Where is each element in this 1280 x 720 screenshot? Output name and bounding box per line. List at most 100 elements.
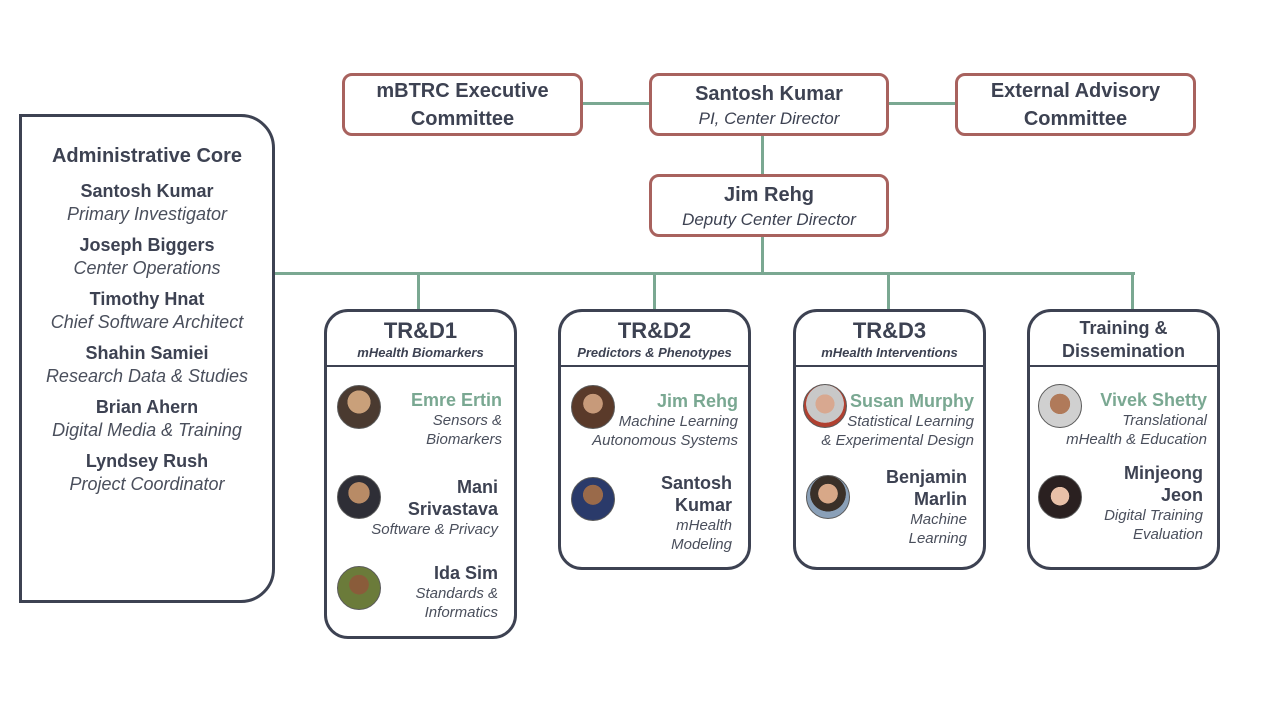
member-role: Informatics (424, 604, 498, 621)
member-role: Machine (910, 511, 967, 528)
admin-person-name: Shahin Samiei (85, 343, 209, 363)
trd3-subtitle: mHealth Interventions (821, 345, 958, 360)
trd3-title: TR&D3 (852, 318, 927, 343)
admin-person: Santosh Kumar Primary Investigator (22, 180, 272, 225)
trd1-title: TR&D1 (383, 318, 458, 343)
admin-person-role: Digital Media & Training (52, 420, 242, 440)
training-card: Training & Dissemination Vivek Shetty Tr… (1027, 309, 1220, 570)
admin-person-role: Chief Software Architect (50, 312, 244, 332)
member-name: Vivek Shetty (1100, 390, 1207, 410)
member-role: Sensors & (432, 412, 502, 429)
admin-person-name: Timothy Hnat (89, 289, 205, 309)
member-role: mHealth (676, 517, 732, 534)
avatar (337, 385, 381, 429)
avatar (337, 566, 381, 610)
avatar (803, 384, 847, 428)
admin-person: Timothy Hnat Chief Software Architect (22, 288, 272, 333)
connector-director-advisory (888, 102, 956, 105)
member-name: Santosh (660, 473, 732, 493)
avatar (571, 477, 615, 521)
admin-person-role: Center Operations (73, 258, 221, 278)
connector-drop-trd1 (417, 272, 420, 310)
center-director-role: PI, Center Director (698, 108, 840, 128)
executive-committee-title-line1: mBTRC Executive (376, 79, 549, 102)
deputy-director-box: Jim Rehg Deputy Center Director (649, 174, 889, 237)
training-title-line1: Training & (1079, 318, 1168, 338)
admin-person: Shahin Samiei Research Data & Studies (22, 342, 272, 387)
trd3-card: TR&D3 mHealth Interventions Susan Murphy… (793, 309, 986, 570)
member-info: Santosh Kumar mHealth Modeling (612, 472, 732, 554)
connector-director-deputy (761, 135, 764, 175)
trd2-card-header: TR&D2 Predictors & Phenotypes (561, 312, 748, 367)
connector-horizontal-bus (275, 272, 1135, 275)
avatar (571, 385, 615, 429)
trd1-card-header: TR&D1 mHealth Biomarkers (327, 312, 514, 367)
member-info: Vivek Shetty Translational mHealth & Edu… (1037, 389, 1207, 449)
trd3-card-header: TR&D3 mHealth Interventions (796, 312, 983, 367)
connector-drop-training (1131, 272, 1134, 310)
training-card-header: Training & Dissemination (1030, 312, 1217, 367)
admin-person-name: Joseph Biggers (79, 235, 215, 255)
member-role: Software & Privacy (371, 521, 498, 538)
trd2-subtitle: Predictors & Phenotypes (577, 345, 732, 360)
admin-person-name: Santosh Kumar (80, 181, 214, 201)
member-info: Susan Murphy Statistical Learning & Expe… (804, 390, 974, 450)
member-name: Susan Murphy (849, 391, 974, 411)
member-role: Digital Training (1104, 507, 1203, 524)
connector-drop-trd2 (653, 272, 656, 310)
member-info: Minjeong Jeon Digital Training Evaluatio… (1063, 462, 1203, 544)
member-info: Benjamin Marlin Machine Learning (847, 466, 967, 548)
advisory-committee-title-line1: External Advisory (990, 79, 1161, 102)
trd2-title: TR&D2 (617, 318, 692, 343)
member-info: Mani Srivastava Software & Privacy (358, 476, 498, 539)
member-role: Modeling (671, 536, 732, 553)
admin-person: Joseph Biggers Center Operations (22, 234, 272, 279)
avatar (806, 475, 850, 519)
member-name: Emre Ertin (410, 390, 502, 410)
member-name: Ida Sim (433, 563, 498, 583)
avatar (1038, 475, 1082, 519)
admin-person: Brian Ahern Digital Media & Training (22, 396, 272, 441)
member-name: Kumar (674, 495, 732, 515)
member-role: Learning (908, 530, 967, 547)
member-name: Marlin (913, 489, 967, 509)
connector-deputy-bus (761, 236, 764, 273)
trd2-card: TR&D2 Predictors & Phenotypes Jim Rehg M… (558, 309, 751, 570)
member-role: Biomarkers (426, 431, 502, 448)
member-name: Mani (456, 477, 498, 497)
member-role: Statistical Learning (847, 413, 974, 430)
member-role: Machine Learning (618, 413, 738, 430)
deputy-director-role: Deputy Center Director (682, 209, 856, 229)
member-role: mHealth & Education (1066, 431, 1207, 448)
member-role: Autonomous Systems (592, 432, 738, 449)
admin-person: Lyndsey Rush Project Coordinator (22, 450, 272, 495)
member-name: Jeon (1160, 485, 1203, 505)
member-name: Minjeong (1124, 463, 1203, 483)
administrative-core-panel: Administrative Core Santosh Kumar Primar… (19, 114, 275, 603)
member-name: Jim Rehg (656, 391, 738, 411)
administrative-core-title: Administrative Core (51, 145, 243, 167)
executive-committee-box: mBTRC Executive Committee (342, 73, 583, 136)
advisory-committee-box: External Advisory Committee (955, 73, 1196, 136)
training-title-line2: Dissemination (1061, 341, 1186, 361)
connector-drop-trd3 (887, 272, 890, 310)
member-role: Standards & (415, 585, 498, 602)
member-name: Benjamin (885, 467, 967, 487)
trd1-card: TR&D1 mHealth Biomarkers Emre Ertin Sens… (324, 309, 517, 639)
admin-person-role: Primary Investigator (66, 204, 228, 224)
member-role: & Experimental Design (821, 432, 974, 449)
member-info: Emre Ertin Sensors & Biomarkers (372, 389, 502, 449)
member-name: Srivastava (407, 499, 498, 519)
avatar (1038, 384, 1082, 428)
member-info: Ida Sim Standards & Informatics (368, 562, 498, 622)
avatar (337, 475, 381, 519)
trd1-subtitle: mHealth Biomarkers (357, 345, 484, 360)
advisory-committee-title-line2: Committee (1023, 107, 1128, 130)
connector-exec-director (582, 102, 650, 105)
center-director-box: Santosh Kumar PI, Center Director (649, 73, 889, 136)
member-role: Translational (1122, 412, 1207, 429)
deputy-director-name: Jim Rehg (723, 183, 815, 206)
admin-person-name: Lyndsey Rush (85, 451, 209, 471)
member-role: Evaluation (1132, 526, 1203, 543)
member-info: Jim Rehg Machine Learning Autonomous Sys… (578, 390, 738, 450)
